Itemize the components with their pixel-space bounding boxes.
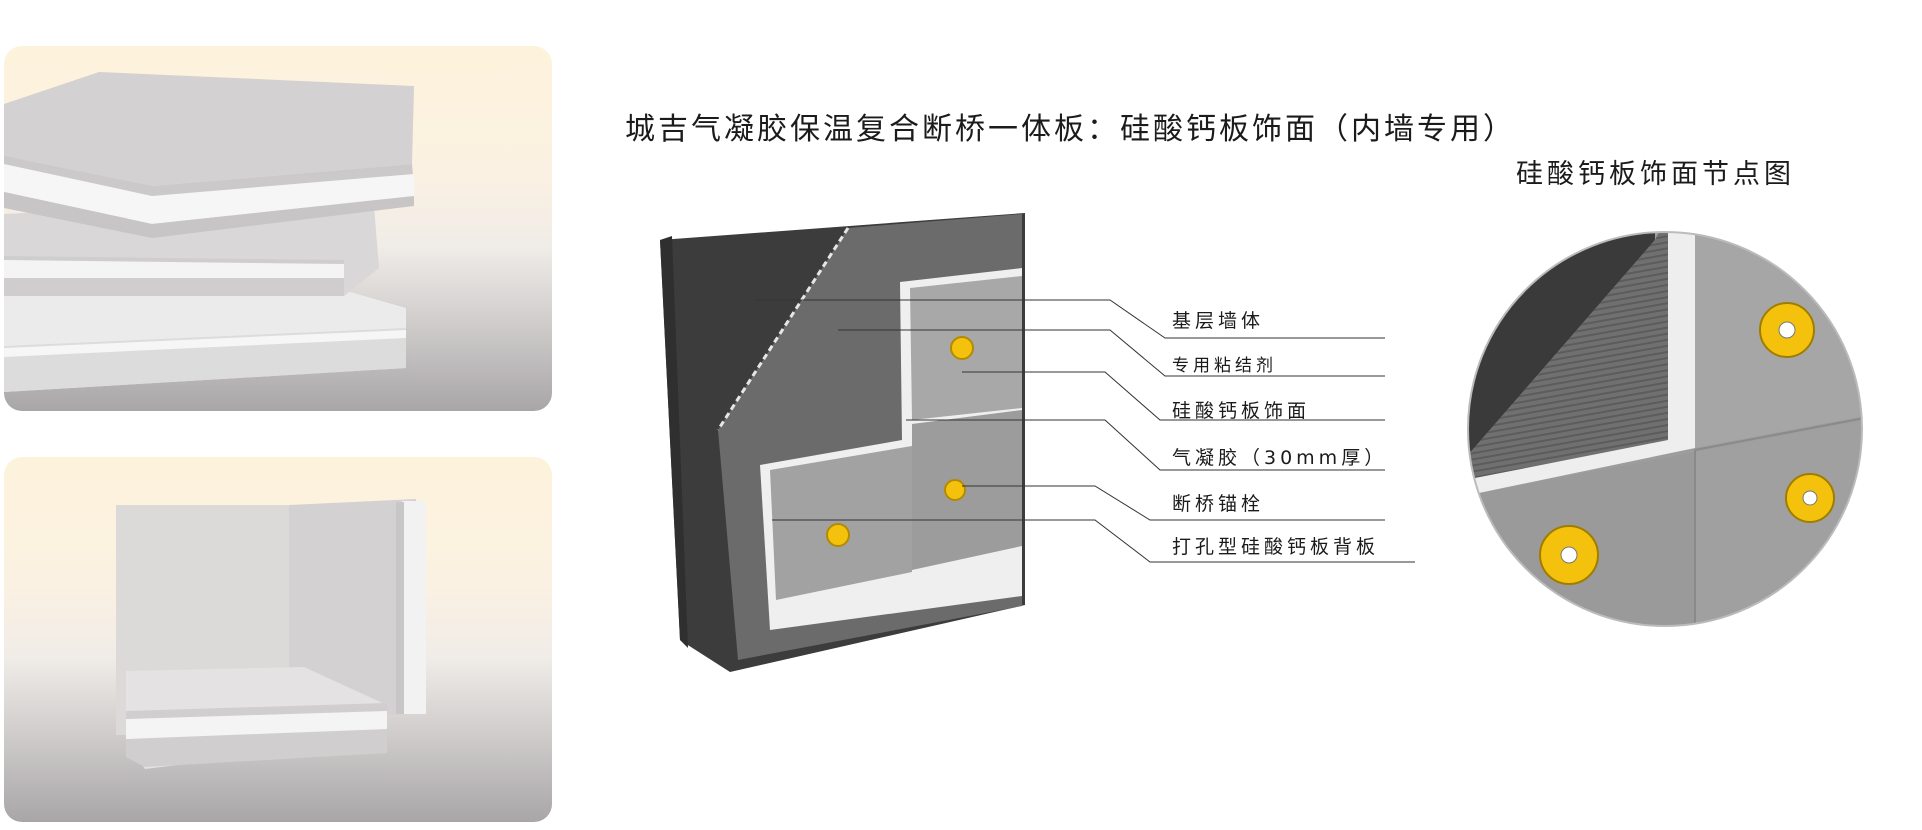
corner-boards-illustration [116,499,426,769]
face-panel-lower-right [912,410,1022,570]
anchor-icon [1759,302,1815,358]
layer-label-anchor: 断桥锚栓 [1172,493,1265,515]
anchor-icon [944,479,966,501]
face-panel-lower-left [770,446,912,600]
stacked-boards-illustration [4,72,414,392]
layer-label-face-panel: 硅酸钙板饰面 [1172,400,1311,422]
layer-label-back-panel: 打孔型硅酸钙板背板 [1172,536,1380,558]
product-photo-stacked [4,46,552,411]
anchor-icon [1539,525,1599,585]
product-photo-corner [4,457,552,822]
anchor-icon [1785,473,1835,523]
layer-label-base-wall: 基层墙体 [1172,310,1265,332]
layer-label-adhesive: 专用粘结剂 [1172,356,1277,376]
leader-lines [755,299,1415,563]
anchor-icon [826,523,850,547]
node-diagram-title: 硅酸钙板饰面节点图 [1516,159,1795,190]
node-detail-circle [1467,231,1863,627]
layer-label-aerogel: 气凝胶（30mm厚） [1172,447,1388,469]
main-title: 城吉气凝胶保温复合断桥一体板：硅酸钙板饰面（内墙专用） [625,112,1516,147]
anchor-icon [950,336,974,360]
